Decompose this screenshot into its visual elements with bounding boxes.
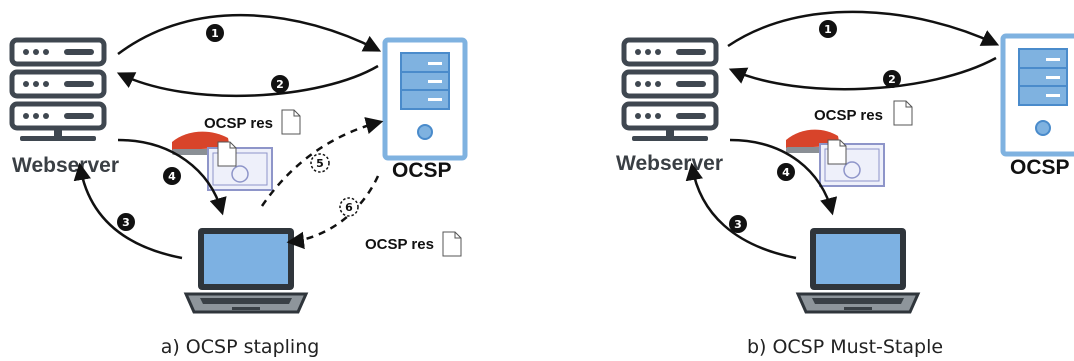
- caption-b: b) OCSP Must-Staple: [747, 336, 943, 358]
- arrow-step-5: [260, 117, 384, 207]
- arrow-step-3: [685, 162, 797, 260]
- step-badge: [117, 213, 135, 231]
- step-number: 6: [345, 201, 353, 214]
- arrow-step-3: [73, 162, 183, 260]
- ocsp-label: OCSP: [1010, 156, 1070, 179]
- step-badge: [777, 163, 795, 181]
- ocsp-server-icon: [382, 37, 468, 161]
- step-badge: [310, 153, 330, 173]
- step-number: 1: [211, 27, 219, 40]
- arrow-step-4: [117, 138, 227, 216]
- step-number: 3: [122, 216, 130, 229]
- ocsp-label: OCSP: [392, 159, 452, 182]
- step-badge: [819, 20, 837, 38]
- panel-a: Webserver OCSP O: [12, 14, 468, 358]
- stapled-document-icon: [217, 141, 237, 167]
- step-badge: [206, 24, 224, 42]
- webserver-label: Webserver: [616, 152, 723, 175]
- step-number: 3: [734, 218, 742, 231]
- client-laptop-icon: [796, 226, 920, 314]
- step-number: 2: [276, 78, 284, 91]
- stapled-document-icon: [827, 139, 847, 165]
- step-number: 2: [888, 73, 896, 86]
- step-number: 5: [316, 157, 324, 170]
- step-number: 1: [824, 23, 832, 36]
- client-laptop-icon: [184, 226, 308, 314]
- arrow-step-4: [729, 138, 838, 216]
- step-number: 4: [168, 170, 176, 183]
- webserver-icon: [12, 40, 104, 141]
- webserver-label: Webserver: [12, 154, 119, 177]
- step-badge: [163, 167, 181, 185]
- arrow-step-6: [286, 175, 380, 250]
- ocsp-response-label: OCSP res: [204, 115, 273, 132]
- arrow-step-1: [727, 10, 1000, 48]
- ocsp-response-label: OCSP res: [365, 236, 434, 253]
- ocsp-server-icon: [1000, 33, 1074, 157]
- caption-a: a) OCSP stapling: [161, 336, 320, 358]
- arrow-step-2: [116, 64, 379, 98]
- ocsp-response-document-icon: [893, 100, 913, 126]
- step-number: 4: [782, 166, 790, 179]
- ocsp-response-label: OCSP res: [814, 107, 883, 124]
- step-badge: [883, 70, 901, 88]
- step-badge: [271, 75, 289, 93]
- ocsp-response-document-icon: [281, 109, 301, 135]
- webserver-icon: [624, 40, 716, 141]
- step-badge: [339, 197, 359, 217]
- arrow-step-1: [117, 14, 382, 55]
- step-badge: [729, 215, 747, 233]
- ocsp-response-document-icon: [442, 231, 462, 257]
- panel-b: Webserver OCSP OCSP res: [616, 10, 1074, 358]
- arrow-step-2: [728, 56, 997, 91]
